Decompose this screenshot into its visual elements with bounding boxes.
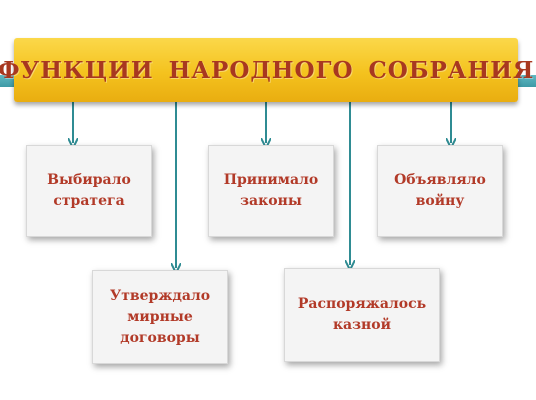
- function-box-pass-laws: Принимало законы: [208, 145, 334, 237]
- diagram-title: ФУНКЦИИ НАРОДНОГО СОБРАНИЯ: [0, 56, 535, 84]
- function-label: Утверждало мирные договоры: [109, 287, 211, 346]
- function-label: Распоряжалось казной: [297, 296, 427, 333]
- function-box-manage-treasury: Распоряжалось казной: [284, 268, 440, 362]
- function-label: Объявляло войну: [394, 172, 486, 209]
- function-label: Выбирало стратега: [47, 172, 131, 209]
- function-box-declare-war: Объявляло войну: [377, 145, 503, 237]
- function-box-approve-treaties: Утверждало мирные договоры: [92, 270, 228, 364]
- function-label: Принимало законы: [223, 172, 319, 209]
- title-banner: ФУНКЦИИ НАРОДНОГО СОБРАНИЯ: [0, 38, 533, 102]
- function-box-elect-strategist: Выбирало стратега: [26, 145, 152, 237]
